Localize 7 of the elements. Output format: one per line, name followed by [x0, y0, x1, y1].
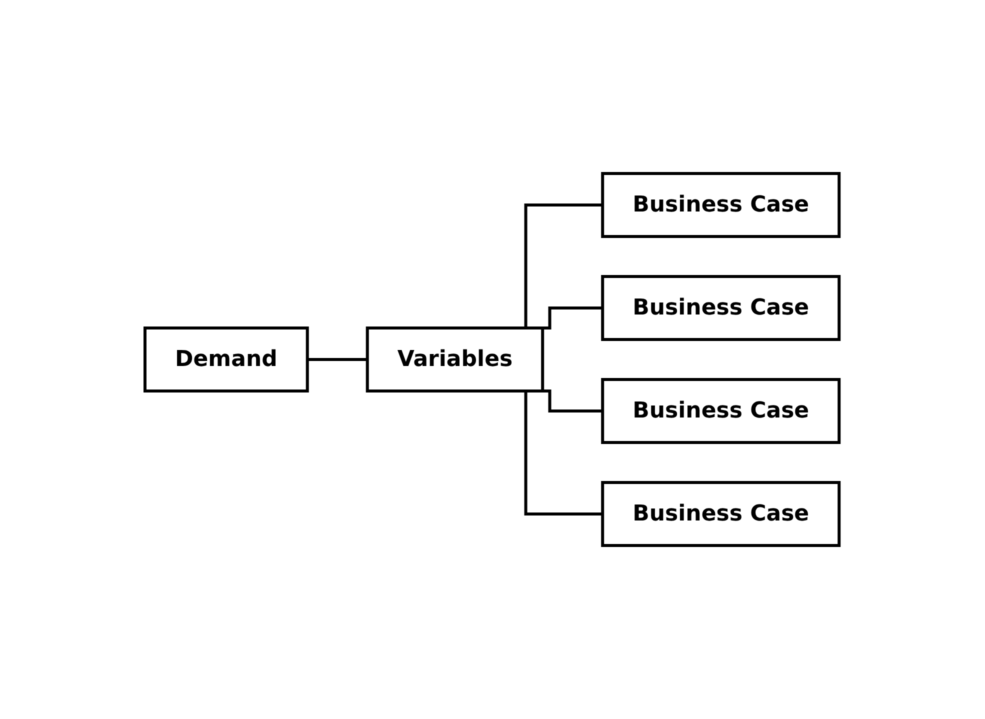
- node-box: Business Case: [602, 481, 842, 547]
- node-box: Business Case: [602, 275, 842, 341]
- connector: [308, 358, 368, 361]
- node-box: Variables: [366, 326, 545, 392]
- node-box: Business Case: [602, 172, 842, 238]
- node-box: Business Case: [602, 378, 842, 444]
- node-box: Demand: [144, 326, 310, 392]
